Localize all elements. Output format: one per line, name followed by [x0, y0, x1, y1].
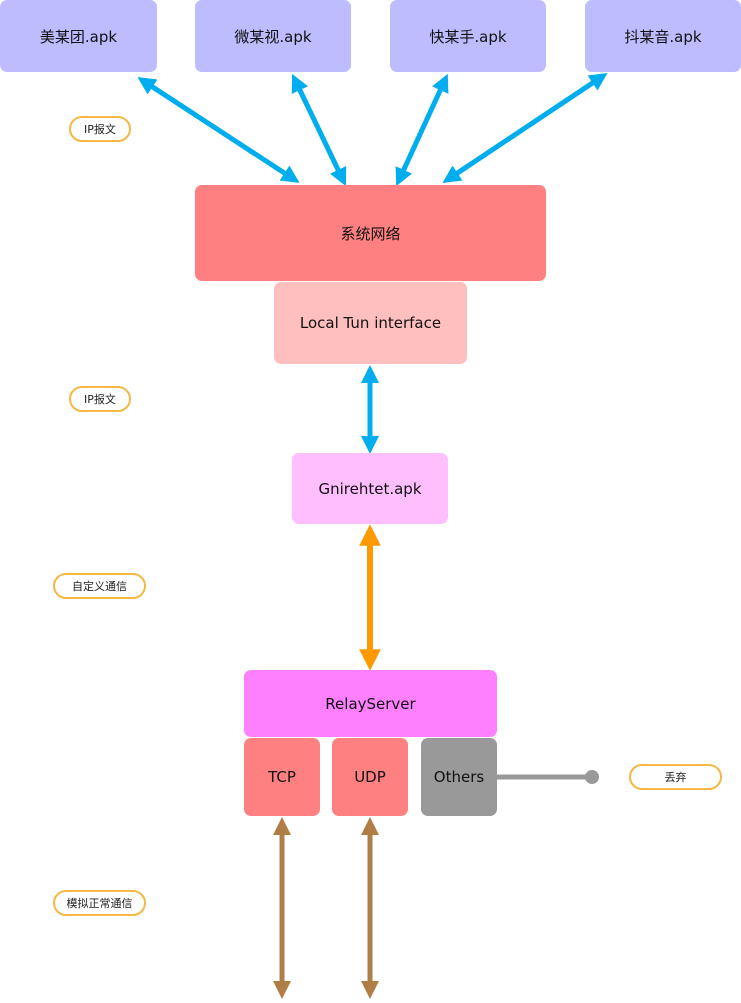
app-label: 美某团.apk	[39, 27, 118, 46]
udp-box: UDP	[332, 738, 408, 816]
relay-server-box: RelayServer	[244, 670, 497, 737]
app-box-douyin: 抖某音.apk	[585, 0, 741, 72]
app-label: 微某视.apk	[234, 27, 312, 46]
badge-label: IP报文	[84, 123, 116, 136]
badge-label: IP报文	[84, 393, 116, 406]
others-label: Others	[433, 768, 485, 786]
arrow-app4-system	[442, 73, 608, 183]
udp-label: UDP	[354, 768, 386, 786]
badge-label: 模拟正常通信	[66, 897, 133, 910]
system-network-box: 系统网络	[195, 185, 546, 281]
others-box: Others	[421, 738, 497, 816]
app-box-meituan: 美某团.apk	[0, 0, 157, 72]
arrow-app3-system	[395, 73, 449, 187]
badge-discard: 丢弃	[629, 764, 722, 790]
app-box-kuaishou: 快某手.apk	[390, 0, 546, 72]
gnirehtet-box: Gnirehtet.apk	[292, 453, 448, 524]
arrow-app2-system	[291, 73, 347, 187]
gnirehtet-label: Gnirehtet.apk	[318, 479, 422, 498]
badge-simulated-communication: 模拟正常通信	[53, 890, 146, 916]
app-box-weishi: 微某视.apk	[195, 0, 351, 72]
arrow-app1-system	[137, 77, 300, 183]
discard-endpoint	[585, 770, 599, 784]
relay-server-label: RelayServer	[325, 694, 416, 713]
local-tun-label: Local Tun interface	[299, 314, 442, 332]
app-label: 抖某音.apk	[624, 27, 702, 46]
badge-label: 丢弃	[664, 771, 687, 784]
badge-label: 自定义通信	[72, 580, 127, 593]
app-label: 快某手.apk	[429, 27, 507, 46]
badge-ip-packet-top: IP报文	[69, 116, 131, 142]
tcp-label: TCP	[268, 768, 296, 786]
badge-ip-packet-middle: IP报文	[69, 386, 131, 412]
tcp-box: TCP	[244, 738, 320, 816]
local-tun-box: Local Tun interface	[274, 282, 467, 364]
badge-custom-communication: 自定义通信	[53, 573, 146, 599]
system-network-label: 系统网络	[340, 224, 401, 243]
